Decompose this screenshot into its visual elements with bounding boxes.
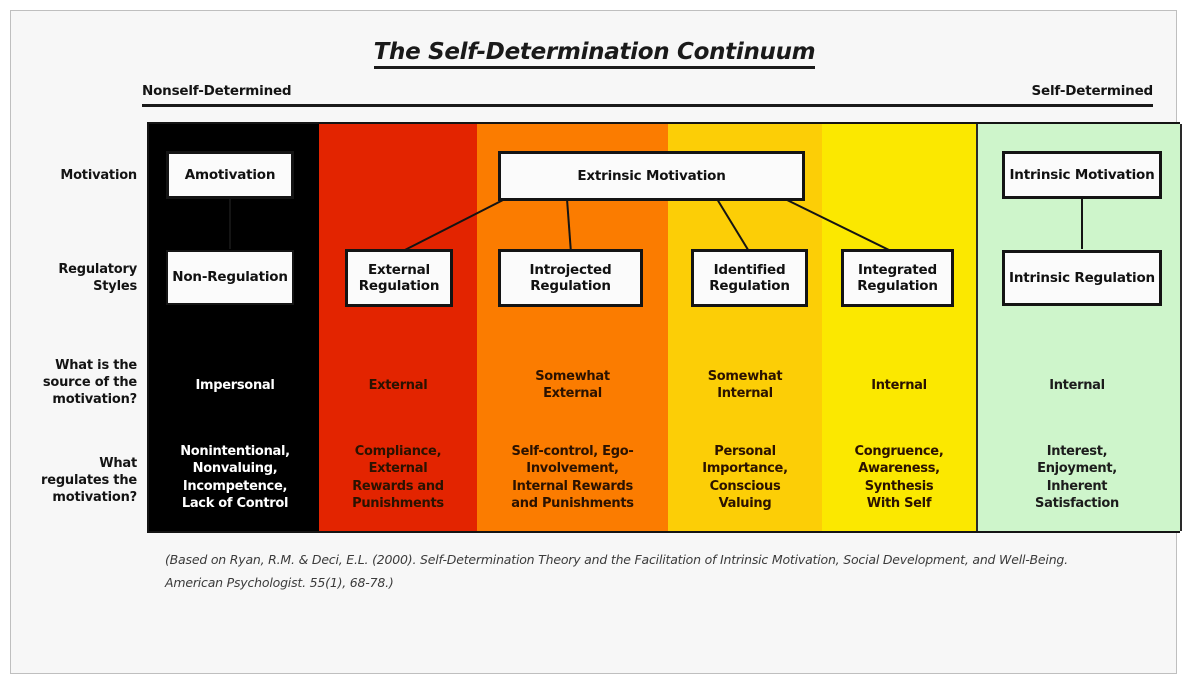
continuum-axis-rule	[142, 104, 1153, 107]
cell-source-intrinsic: Internal	[1049, 378, 1105, 393]
page-title: The Self-Determination Continuum	[11, 39, 1178, 69]
cell-source-external: External	[368, 378, 428, 393]
cell-regulates-amotivation: Nonintentional,Nonvaluing,Incompetence,L…	[180, 444, 290, 512]
band-external-regulation	[319, 124, 477, 531]
page-title-text: The Self-Determination Continuum	[373, 39, 816, 69]
diagram-slide: The Self-Determination Continuum Nonself…	[10, 10, 1182, 674]
node-extrinsic-motivation[interactable]: Extrinsic Motivation	[498, 151, 805, 201]
citation: (Based on Ryan, R.M. & Deci, E.L. (2000)…	[165, 548, 1145, 594]
citation-line-1: (Based on Ryan, R.M. & Deci, E.L. (2000)…	[165, 552, 1068, 567]
row-label-motivation: Motivation	[60, 168, 137, 183]
cell-source-amotivation: Impersonal	[195, 378, 275, 393]
band-integrated-regulation	[822, 124, 976, 531]
continuum-left-label: Nonself-Determined	[142, 83, 292, 99]
cell-regulates-introjected: Self-control, Ego-Involvement,Internal R…	[511, 444, 634, 512]
cell-source-integrated: Internal	[871, 378, 927, 393]
node-non-regulation[interactable]: Non-Regulation	[166, 250, 294, 305]
continuum-right-label: Self-Determined	[1031, 83, 1154, 99]
node-intrinsic-motivation[interactable]: Intrinsic Motivation	[1002, 151, 1162, 199]
citation-line-2: American Psychologist. 55(1), 68-78.)	[165, 575, 394, 591]
node-amotivation[interactable]: Amotivation	[166, 151, 294, 199]
node-intrinsic-regulation[interactable]: Intrinsic Regulation	[1002, 250, 1162, 306]
